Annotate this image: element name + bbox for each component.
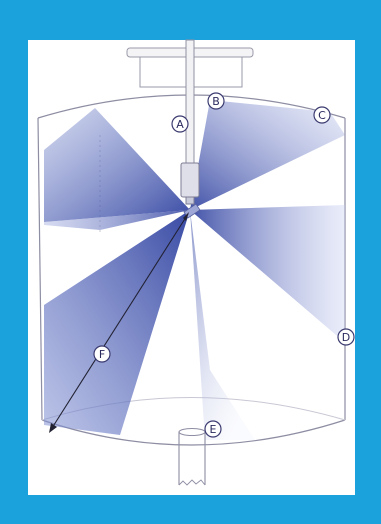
label-e: E — [205, 421, 221, 437]
svg-text:A: A — [176, 118, 184, 131]
label-f: F — [94, 346, 110, 362]
spray-sector-upper-left — [44, 108, 190, 222]
label-c: C — [314, 107, 330, 123]
svg-text:C: C — [318, 109, 326, 122]
spray-sector-lower-left — [44, 210, 190, 435]
svg-text:F: F — [99, 348, 105, 361]
spray-sector-right — [190, 205, 345, 340]
svg-text:E: E — [210, 423, 217, 436]
svg-text:D: D — [342, 331, 350, 344]
label-a: A — [172, 116, 188, 132]
svg-text:B: B — [212, 95, 220, 108]
label-d: D — [338, 329, 354, 345]
drain-pipe — [179, 429, 205, 486]
label-b: B — [208, 93, 224, 109]
